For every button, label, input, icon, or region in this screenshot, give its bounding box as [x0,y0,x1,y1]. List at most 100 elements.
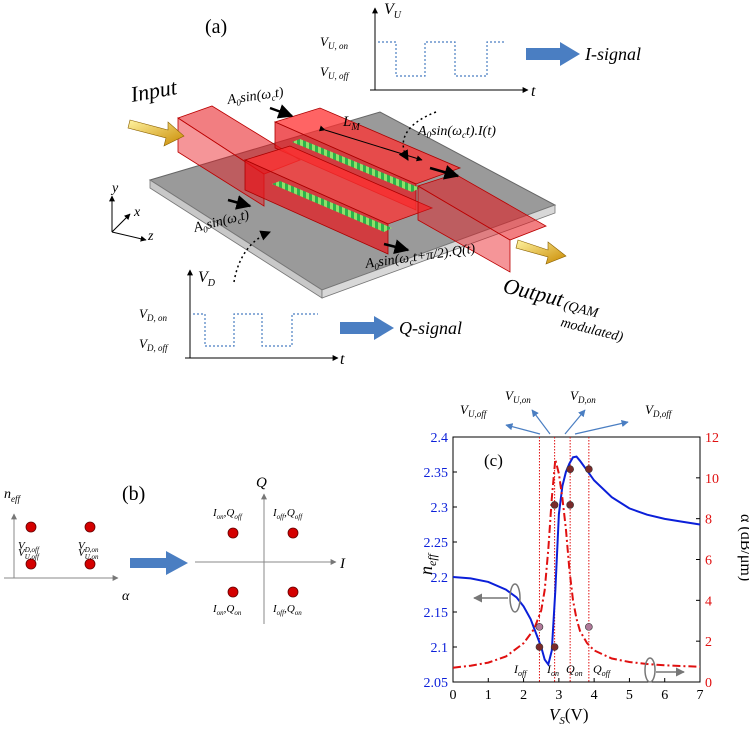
panel-b: (b) neff α VD,off VD,on VU,off VU,on Q I… [4,475,346,624]
panel-b-right-yaxis: Q [256,475,267,491]
top-label-vu-on: VU,on [505,388,531,405]
operating-point-marker [535,623,544,631]
lower-input-arrow [227,195,252,210]
mapping-arrow [130,551,188,575]
top-label-vu-off: VU,off [460,402,488,419]
vu-waveform-plot: VU VU, on VU, off t [320,1,536,100]
label-ioff-qoff: Ioff,Qoff [272,507,303,521]
vu-off-label: VU, off [320,64,350,81]
left-tick-label: 2.3 [431,501,449,516]
label-vd-off: VD,off [18,540,40,554]
panel-a-label: (a) [205,16,227,38]
vd-time-label: t [340,351,345,368]
right-tick-label: 0 [705,676,712,691]
i-signal-label: I-signal [584,44,641,64]
x-tick-label: 7 [697,688,704,703]
left-tick-label: 2.25 [424,536,449,551]
right-tick-label: 10 [705,472,719,487]
label-ion-qoff: Ion,Qoff [212,507,243,521]
top-label-vd-off: VD,off [645,402,673,419]
left-axis-indicator [473,583,521,613]
axis-z-label: z [147,229,154,244]
x-tick-label: 1 [485,688,492,703]
top-arrow-vd-on [564,409,586,435]
left-tick-label: 2.05 [424,676,449,691]
axis-x-label: x [133,205,141,220]
left-tick-label: 2.2 [431,571,449,586]
label-ion-qon: Ion,Qon [212,603,242,617]
constellation-point-ion-qoff [227,527,239,539]
state-label-qoff: Qoff [593,662,612,678]
constellation-point-ioff-qoff [287,527,299,539]
chart-frame [452,436,701,683]
operating-point-marker [535,643,544,651]
constellation-point-vu-off [25,558,37,570]
constellation-point-vd-off [25,521,37,533]
alpha-curve [452,459,701,669]
q-signal-arrow [340,316,394,340]
vu-time-label: t [531,83,536,100]
x-tick-label: 2 [520,688,527,703]
y-left-axis-title: neff [416,552,439,575]
top-label-vd-on: VD,on [570,388,596,405]
operating-point-marker [550,643,559,651]
x-axis-title: VS(V) [549,705,589,727]
panel-b-left-xaxis: α [122,589,130,604]
panel-b-label: (b) [122,483,145,505]
vd-square-wave [193,313,318,347]
label-ioff-qon: Ioff,Qon [272,603,302,617]
q-signal-label: Q-signal [399,318,462,338]
y-right-axis-title: α (dB/μm) [737,514,749,581]
vd-waveform-plot: VD VD, on VD, off t [139,269,345,368]
lower-input-signal-label: A0sin(ωct) [191,208,251,238]
operating-point-marker [550,501,559,509]
panel-b-left-plot: neff α VD,off VD,on VU,off VU,on [4,487,130,604]
constellation-point-ion-qon [227,586,239,598]
panel-c-label: (c) [484,451,503,470]
length-label: LM [342,114,360,133]
label-vu-on: VU,on [78,547,99,561]
input-label: Input [128,74,180,107]
right-axis-indicator [644,657,685,683]
lower-arm-waveguide [243,145,434,255]
constellation-point-vu-on [84,558,96,570]
panel-b-right-xaxis: I [339,556,346,572]
chart-markers [535,465,593,651]
axis-y-label: y [110,181,119,196]
state-label-ioff: Ioff [513,662,528,678]
top-arrow-vu-on [531,409,551,435]
vd-on-label: VD, on [139,306,167,323]
left-tick-label: 2.4 [431,431,449,446]
vu-axis-label: VU [384,1,402,21]
constellation-point-ioff-qon [287,586,299,598]
x-tick-label: 4 [591,688,598,703]
right-tick-label: 6 [705,554,712,569]
vd-off-label: VD, off [139,336,169,353]
right-tick-label: 4 [705,594,712,609]
vd-axis-label: VD [198,269,216,289]
constellation-point-vd-on [84,521,96,533]
label-vd-on: VD,on [78,540,99,554]
panel-a: (a) Input Output (Q [109,1,641,368]
operating-point-marker [585,465,593,474]
panel-b-right-plot: Q I Ion,Qoff Ioff,Qoff Ion,Qon Ioff,Qon [195,475,346,624]
left-tick-label: 2.15 [424,606,449,621]
upper-control-link [398,111,437,161]
output-light-arrow [515,239,567,265]
output-waveguide [417,173,547,273]
left-y-ticks: 2.052.12.152.22.252.32.352.4 [424,431,457,691]
output-label: Output [501,273,567,312]
upper-output-signal-label: A0sin(ωct).I(t) [417,124,496,140]
x-tick-label: 0 [450,688,457,703]
operating-point-marker [585,623,593,631]
coordinate-axes: y x z [109,181,154,244]
x-tick-label: 5 [626,688,633,703]
state-label-qon: Qon [566,662,583,678]
vu-on-label: VU, on [320,34,348,51]
panel-b-left-yaxis: neff [4,487,21,504]
input-light-arrow [127,119,185,147]
upper-output-arrow [429,165,460,180]
